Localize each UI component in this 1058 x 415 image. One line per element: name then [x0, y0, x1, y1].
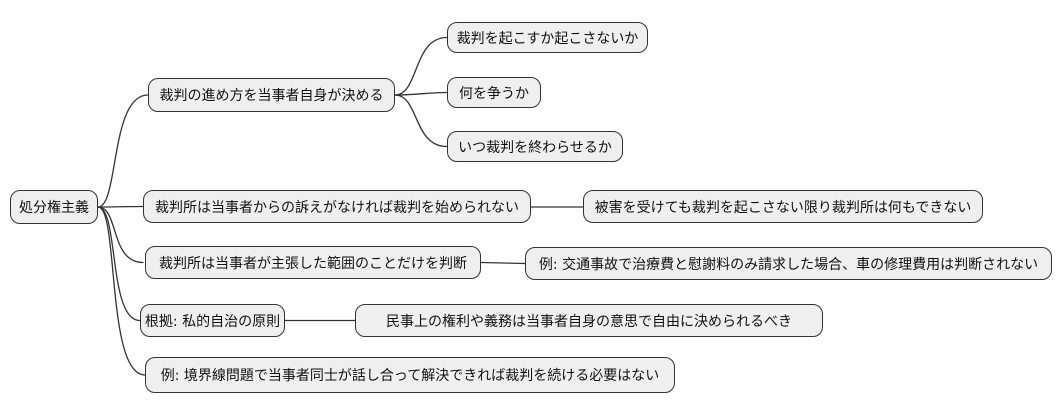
mindmap-node-branch1-child3[interactable]: いつ裁判を終わらせるか [447, 131, 623, 162]
connector-root-to-branch3 [97, 206, 144, 264]
connector-root-to-branch2 [97, 205, 144, 208]
connector-branch1-to-child2 [394, 91, 448, 96]
mindmap-node-branch2-child1[interactable]: 被害を受けても裁判を起こさない限り裁判所は何もできない [583, 190, 983, 223]
mindmap-node-branch1[interactable]: 裁判の進め方を当事者自身が決める [148, 78, 395, 112]
mindmap-node-branch3[interactable]: 裁判所は当事者が主張した範囲のことだけを判断 [145, 246, 481, 279]
mindmap-node-branch3-child1[interactable]: 例: 交通事故で治療費と慰謝料のみ請求した場合、車の修理費用は判断されない [525, 247, 1052, 280]
connector-root-to-branch5 [97, 206, 146, 376]
connector-branch1-to-child1 [394, 36, 448, 96]
connector-branch3-to-child1 [480, 261, 526, 265]
mindmap-node-root[interactable]: 処分権主義 [10, 190, 98, 224]
mindmap-node-branch1-child2[interactable]: 何を争うか [447, 77, 541, 108]
mindmap-node-branch2[interactable]: 裁判所は当事者からの訴えがなければ裁判を始められない [143, 190, 531, 223]
connector-root-to-branch1 [97, 94, 149, 208]
mindmap-node-branch5[interactable]: 例: 境界線問題で当事者同士が話し合って解決できれば裁判を続ける必要はない [145, 357, 675, 393]
connector-branch1-to-child3 [394, 94, 448, 148]
mindmap-node-branch1-child1[interactable]: 裁判を起こすか起こさないか [447, 22, 648, 53]
mindmap-node-branch4-child1[interactable]: 民事上の権利や義務は当事者自身の意思で自由に決められるべき [355, 304, 823, 337]
connector-root-to-branch4 [97, 206, 141, 322]
mindmap-node-branch4[interactable]: 根拠: 私的自治の原則 [140, 304, 285, 337]
